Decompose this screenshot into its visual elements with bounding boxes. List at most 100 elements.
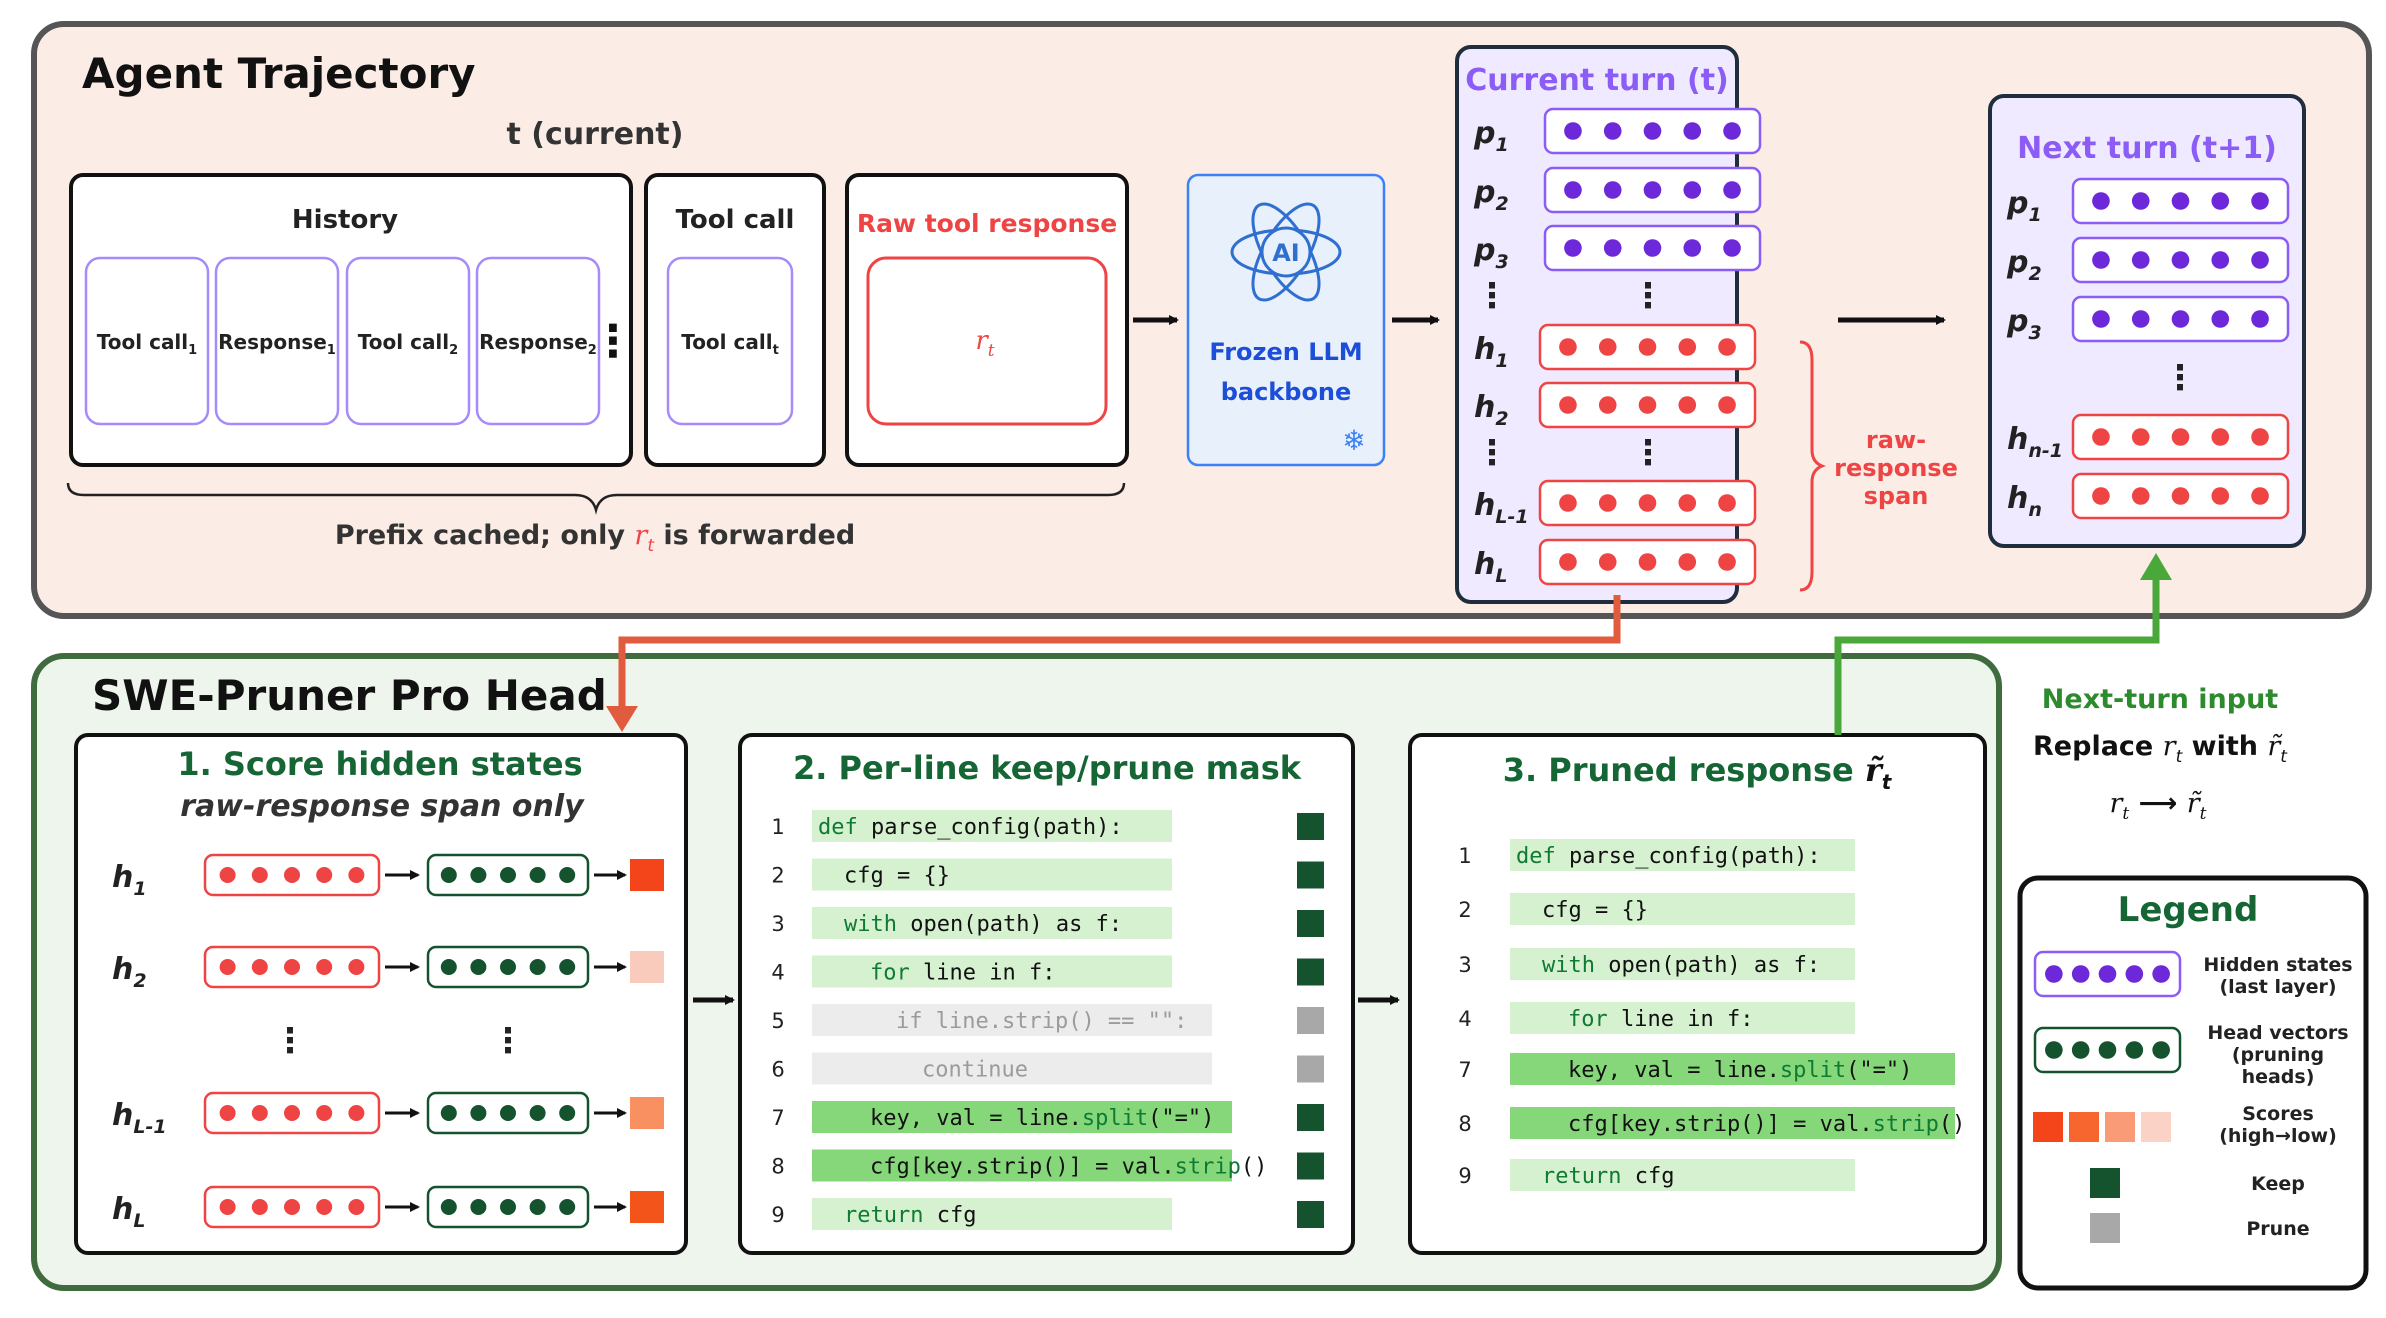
panel1-hidden-vector-dot bbox=[348, 959, 365, 975]
history-item-sub: 2 bbox=[449, 343, 458, 358]
panel1-head-vector-dot bbox=[470, 867, 487, 883]
llm-box bbox=[1186, 173, 1386, 467]
score-square bbox=[630, 1191, 664, 1223]
panel2-keyword: return bbox=[844, 1203, 923, 1228]
panel1-row-label: hL bbox=[112, 1192, 145, 1232]
panel1-row-label-base: h bbox=[112, 860, 133, 895]
current-row-dots: ⋮ bbox=[1631, 433, 1665, 473]
panel3-title-text: 3. Pruned response bbox=[1503, 751, 1865, 789]
panel2-line-number: 9 bbox=[771, 1203, 784, 1227]
legend-head-vector-dot bbox=[2071, 1041, 2090, 1059]
panel3-keyword: with bbox=[1542, 953, 1595, 978]
next-prompt-vector-dot bbox=[2131, 251, 2150, 269]
current-hidden-vector-dot bbox=[1718, 338, 1736, 356]
panel3-line-number: 4 bbox=[1458, 1007, 1471, 1031]
next-prompt-vector-dot bbox=[2131, 310, 2150, 328]
current-row-label-sub: 1 bbox=[1495, 350, 1508, 372]
panel2-code-line: def parse_config(path): bbox=[818, 815, 1123, 840]
pruned-to-next-arrowhead bbox=[2140, 553, 2172, 580]
history-more-dots: ⋮ bbox=[591, 316, 635, 367]
panel1-row-label-sub: 1 bbox=[133, 878, 146, 900]
current-row-label-base: p bbox=[1473, 175, 1495, 210]
current-hidden-vector-dot bbox=[1638, 396, 1657, 414]
current-prompt-vector-dot bbox=[1683, 239, 1702, 257]
next-row-label: hn bbox=[2007, 481, 2042, 521]
panel1-hidden-vector bbox=[203, 1185, 381, 1229]
panel1-head-vector-dot bbox=[500, 1199, 516, 1215]
keep-square bbox=[1297, 1201, 1324, 1228]
panel2-line-number: 1 bbox=[771, 815, 784, 839]
current-row-label-base: p bbox=[1473, 116, 1495, 151]
panel1-head-vector-dot bbox=[470, 959, 487, 975]
next-hidden-vector-dot bbox=[2211, 487, 2230, 505]
next-row-label-base: h bbox=[2007, 481, 2028, 516]
raw-response-symbol: rt bbox=[975, 326, 994, 361]
panel1-hidden-vector-dot bbox=[219, 1105, 236, 1121]
current-prompt-vector-dot bbox=[1683, 181, 1702, 199]
current-hidden-vector-dot bbox=[1718, 494, 1736, 512]
panel3-line-highlight bbox=[1510, 1002, 1855, 1034]
panel1-hidden-vector-dot bbox=[348, 1199, 365, 1215]
panel1-hidden-vector-dot bbox=[219, 867, 236, 883]
current-row-dots: ⋮ bbox=[1475, 433, 1509, 473]
panel3-line-highlight bbox=[1510, 1053, 1955, 1085]
panel1-head-vector-dot bbox=[529, 959, 546, 975]
next-row-label: p3 bbox=[2006, 304, 2042, 344]
current-hidden-vector-dot bbox=[1638, 494, 1657, 512]
panel3-line-number: 9 bbox=[1458, 1164, 1471, 1188]
next-hidden-vector-dot bbox=[2131, 428, 2150, 446]
history-title: History bbox=[292, 205, 398, 235]
panel1-hidden-vector bbox=[203, 853, 381, 897]
current-hidden-vector-dot bbox=[1598, 553, 1617, 571]
panel1-hidden-vector-dot bbox=[284, 867, 300, 883]
current-hidden-vector-dot bbox=[1678, 338, 1697, 356]
formula-r: r bbox=[2109, 788, 2124, 819]
span-brace bbox=[1799, 340, 1827, 592]
next-prompt-vector-dot bbox=[2251, 251, 2269, 269]
panel3-line-highlight bbox=[1510, 1107, 1955, 1139]
current-hidden-vector-dot bbox=[1678, 494, 1697, 512]
panel1-row-dots: ⋮ bbox=[273, 1021, 307, 1061]
next-hidden-vector-dot bbox=[2171, 487, 2190, 505]
panel3-code: cfg[key.strip()] = val. bbox=[1568, 1112, 1873, 1137]
panel2-keyword: def bbox=[818, 815, 858, 840]
replace-mid: with bbox=[2182, 731, 2267, 762]
current-prompt-vector-dot bbox=[1723, 239, 1741, 257]
current-prompt-vector-dot bbox=[1683, 122, 1702, 140]
llm-label-line2: backbone bbox=[1221, 378, 1352, 406]
current-row-label: hL bbox=[1474, 547, 1507, 587]
replace-rt: r̃ bbox=[2267, 731, 2283, 762]
next-hidden-vector-dot bbox=[2092, 428, 2110, 446]
panel2-code-tail: () bbox=[1241, 1155, 1268, 1180]
history-item bbox=[345, 256, 471, 426]
panel2-code: continue bbox=[922, 1058, 1028, 1083]
legend-hidden-label: Hidden states bbox=[2203, 954, 2352, 976]
ai-atom-icon: AI bbox=[1230, 202, 1342, 302]
history-item-base: Tool call bbox=[358, 330, 449, 354]
history-item-label: Response1 bbox=[218, 330, 336, 358]
next-prompt-vector-dot bbox=[2092, 310, 2110, 328]
formula-r-sub: t bbox=[2122, 804, 2129, 824]
panel3-code: cfg = {} bbox=[1542, 898, 1648, 923]
legend-head-label: heads) bbox=[2242, 1066, 2315, 1088]
next-input-formula: rt ⟶ r̃t bbox=[2109, 788, 2206, 824]
current-prompt-vector-dot bbox=[1564, 239, 1582, 257]
keep-square bbox=[1297, 958, 1324, 986]
current-row-label-base: h bbox=[1474, 390, 1495, 425]
next-row-label-sub: n-1 bbox=[2028, 440, 2063, 462]
panel2-code-line: cfg[key.strip()] = val.strip() bbox=[870, 1155, 1267, 1180]
panel1-row-label-base: h bbox=[112, 1192, 133, 1227]
prefix-caption-r: r bbox=[634, 520, 649, 551]
next-row-label: hn-1 bbox=[2007, 422, 2063, 462]
keep-square bbox=[1297, 910, 1324, 937]
panel1-head-vector-dot bbox=[529, 1105, 546, 1121]
history-item-label: Tool call2 bbox=[358, 330, 458, 358]
panel2-code-line: with open(path) as f: bbox=[844, 912, 1122, 937]
next-hidden-vector-dot bbox=[2171, 428, 2190, 446]
raw-response-item bbox=[866, 256, 1108, 426]
current-hidden-vector-dot bbox=[1718, 553, 1736, 571]
current-prompt-vector-dot bbox=[1564, 122, 1582, 140]
legend-hidden-vector-dot bbox=[2125, 965, 2144, 983]
panel3-line-highlight bbox=[1510, 893, 1855, 925]
